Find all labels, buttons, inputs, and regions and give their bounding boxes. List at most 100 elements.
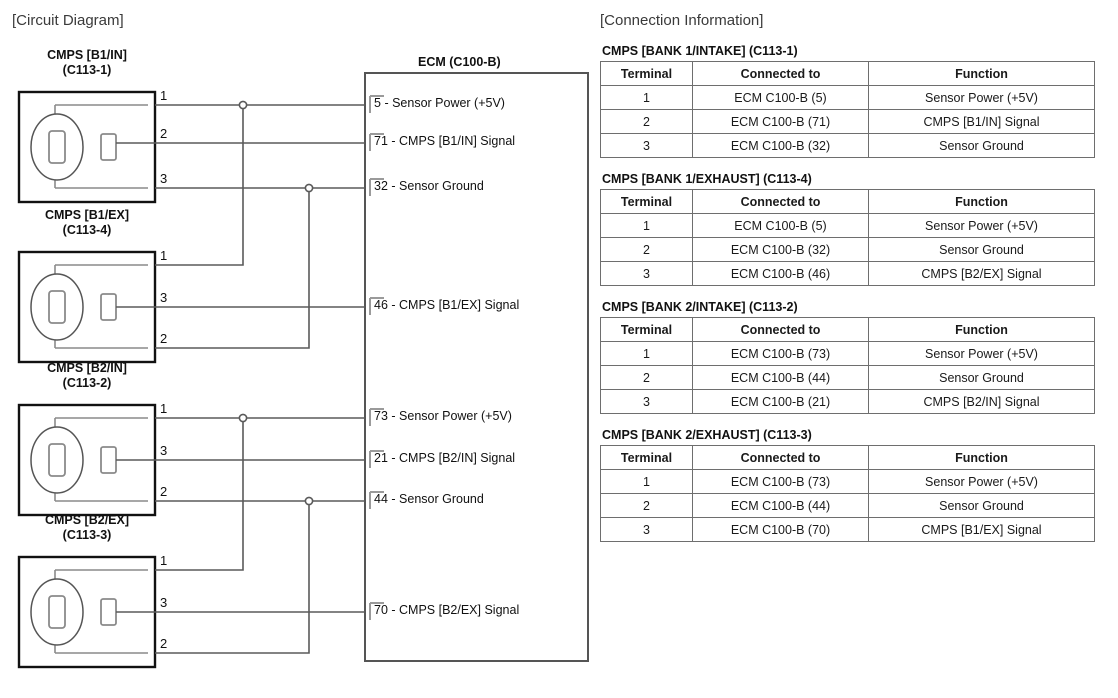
table-row: 2 ECM C100-B (44) Sensor Ground xyxy=(600,365,1095,390)
cell-terminal: 2 xyxy=(600,109,693,134)
table-row: 1 ECM C100-B (73) Sensor Power (+5V) xyxy=(600,469,1095,494)
connection-table-block-2: CMPS [BANK 1/EXHAUST] (C113-4) Terminal … xyxy=(600,172,1110,286)
table-header-row: Terminal Connected to Function xyxy=(600,317,1095,342)
cell-terminal: 3 xyxy=(600,517,693,542)
table-row: 3 ECM C100-B (32) Sensor Ground xyxy=(600,133,1095,158)
cell-function: Sensor Ground xyxy=(868,365,1095,390)
ecm-pin-71: 71 - CMPS [B1/IN] Signal xyxy=(374,134,515,148)
ecm-pin-text: - Sensor Ground xyxy=(391,179,484,193)
cell-function: Sensor Power (+5V) xyxy=(868,213,1095,238)
cell-function: Sensor Power (+5V) xyxy=(868,469,1095,494)
ecm-pin-44: 44 - Sensor Ground xyxy=(374,492,484,506)
cell-terminal: 2 xyxy=(600,365,693,390)
circuit-diagram-heading: [Circuit Diagram] xyxy=(12,12,124,29)
ecm-pin-text: - CMPS [B1/IN] Signal xyxy=(391,134,516,148)
ecm-pin-bracket xyxy=(369,178,384,196)
ecm-pin-text: - Sensor Power (+5V) xyxy=(391,409,512,423)
table-row: 3 ECM C100-B (70) CMPS [B1/EX] Signal xyxy=(600,517,1095,542)
ecm-pin-number: 5 xyxy=(374,96,381,110)
cell-terminal: 1 xyxy=(600,341,693,366)
ecm-pin-73: 73 - Sensor Power (+5V) xyxy=(374,409,512,423)
column-header-function: Function xyxy=(868,61,1095,86)
ecm-pin-70: 70 - CMPS [B2/EX] Signal xyxy=(374,603,519,617)
connector-name: CMPS [B1/IN] xyxy=(47,48,127,62)
pin-number-c113-1-2: 2 xyxy=(160,126,168,141)
table-row: 2 ECM C100-B (44) Sensor Ground xyxy=(600,493,1095,518)
ecm-pin-bracket xyxy=(369,95,384,113)
column-header-function: Function xyxy=(868,317,1095,342)
table-header-row: Terminal Connected to Function xyxy=(600,445,1095,470)
connector-caption-c113-1: CMPS [B1/IN] (C113-1) xyxy=(19,48,155,78)
ecm-pin-text: - CMPS [B2/IN] Signal xyxy=(391,451,516,465)
ecm-pin-32: 32 - Sensor Ground xyxy=(374,179,484,193)
cell-function: Sensor Power (+5V) xyxy=(868,341,1095,366)
pin-number-c113-3-2: 2 xyxy=(160,636,168,651)
column-header-terminal: Terminal xyxy=(600,189,693,214)
cell-terminal: 1 xyxy=(600,85,693,110)
wire-junction xyxy=(238,100,248,110)
table-caption: CMPS [BANK 2/INTAKE] (C113-2) xyxy=(602,300,798,314)
table-caption: CMPS [BANK 2/EXHAUST] (C113-3) xyxy=(602,428,812,442)
cell-connected-to: ECM C100-B (46) xyxy=(692,261,869,286)
connector-code: (C113-4) xyxy=(62,223,112,237)
cell-connected-to: ECM C100-B (70) xyxy=(692,517,869,542)
ecm-pin-text: - CMPS [B2/EX] Signal xyxy=(391,603,520,617)
table-caption: CMPS [BANK 1/EXHAUST] (C113-4) xyxy=(602,172,812,186)
connection-table-block-3: CMPS [BANK 2/INTAKE] (C113-2) Terminal C… xyxy=(600,300,1110,414)
connection-table-c113-2: Terminal Connected to Function 1 ECM C10… xyxy=(600,317,1095,414)
cell-function: Sensor Power (+5V) xyxy=(868,85,1095,110)
ecm-pin-number: 21 xyxy=(374,451,388,465)
pin-number-c113-4-1: 1 xyxy=(160,248,168,263)
cell-connected-to: ECM C100-B (44) xyxy=(692,365,869,390)
column-header-connected-to: Connected to xyxy=(692,445,869,470)
cell-function: CMPS [B2/EX] Signal xyxy=(868,261,1095,286)
ecm-pin-bracket xyxy=(369,408,384,426)
cell-terminal: 1 xyxy=(600,469,693,494)
table-row: 1 ECM C100-B (5) Sensor Power (+5V) xyxy=(600,85,1095,110)
ecm-pin-46: 46 - CMPS [B1/EX] Signal xyxy=(374,298,519,312)
table-header-row: Terminal Connected to Function xyxy=(600,189,1095,214)
ecm-box xyxy=(364,72,589,662)
connection-information: CMPS [BANK 1/INTAKE] (C113-1) Terminal C… xyxy=(600,0,1110,556)
column-header-terminal: Terminal xyxy=(600,445,693,470)
cell-terminal: 2 xyxy=(600,237,693,262)
wire-junction xyxy=(304,496,314,506)
pin-number-c113-3-3: 3 xyxy=(160,595,168,610)
ecm-pin-text: - CMPS [B1/EX] Signal xyxy=(391,298,520,312)
cell-connected-to: ECM C100-B (44) xyxy=(692,493,869,518)
connection-table-c113-1: Terminal Connected to Function 1 ECM C10… xyxy=(600,61,1095,158)
column-header-connected-to: Connected to xyxy=(692,61,869,86)
cell-terminal: 3 xyxy=(600,389,693,414)
column-header-terminal: Terminal xyxy=(600,317,693,342)
cell-connected-to: ECM C100-B (32) xyxy=(692,237,869,262)
cell-function: CMPS [B1/EX] Signal xyxy=(868,517,1095,542)
connector-box-c113-1 xyxy=(17,90,157,204)
ecm-pin-bracket xyxy=(369,450,384,468)
pin-number-c113-2-3: 3 xyxy=(160,443,168,458)
connector-code: (C113-1) xyxy=(62,63,112,77)
ecm-pin-bracket xyxy=(369,133,384,151)
table-row: 1 ECM C100-B (73) Sensor Power (+5V) xyxy=(600,341,1095,366)
cell-connected-to: ECM C100-B (5) xyxy=(692,213,869,238)
connector-caption-c113-4: CMPS [B1/EX] (C113-4) xyxy=(19,208,155,238)
cell-function: CMPS [B1/IN] Signal xyxy=(868,109,1095,134)
cell-connected-to: ECM C100-B (5) xyxy=(692,85,869,110)
connector-code: (C113-2) xyxy=(62,376,112,390)
connector-name: CMPS [B2/EX] xyxy=(44,513,130,527)
pin-number-c113-4-3: 3 xyxy=(160,290,168,305)
ecm-pin-text: - Sensor Power (+5V) xyxy=(384,96,505,110)
table-row: 1 ECM C100-B (5) Sensor Power (+5V) xyxy=(600,213,1095,238)
cell-function: Sensor Ground xyxy=(868,237,1095,262)
cell-connected-to: ECM C100-B (73) xyxy=(692,341,869,366)
table-header-row: Terminal Connected to Function xyxy=(600,61,1095,86)
pin-number-c113-1-1: 1 xyxy=(160,88,168,103)
connection-table-c113-4: Terminal Connected to Function 1 ECM C10… xyxy=(600,189,1095,286)
wire-junction xyxy=(304,183,314,193)
table-caption: CMPS [BANK 1/INTAKE] (C113-1) xyxy=(602,44,798,58)
column-header-connected-to: Connected to xyxy=(692,189,869,214)
column-header-function: Function xyxy=(868,189,1095,214)
table-row: 2 ECM C100-B (71) CMPS [B1/IN] Signal xyxy=(600,109,1095,134)
cell-connected-to: ECM C100-B (32) xyxy=(692,133,869,158)
cell-connected-to: ECM C100-B (73) xyxy=(692,469,869,494)
ecm-pin-5: 5 - Sensor Power (+5V) xyxy=(374,96,505,110)
